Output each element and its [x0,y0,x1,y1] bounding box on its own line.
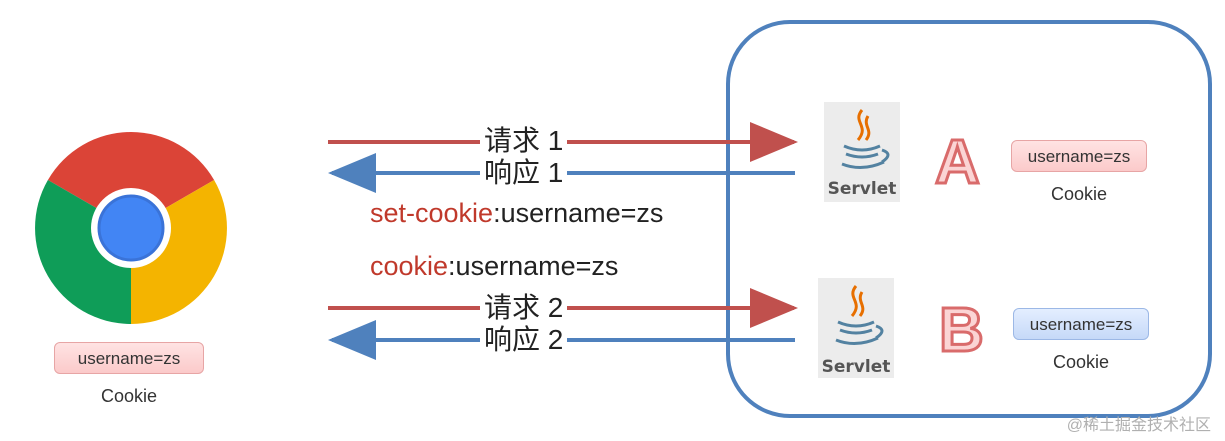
servlet-a-label: Servlet [828,179,897,199]
server-b-letter: B [938,296,986,365]
server-b-cookie-box: username=zs [1013,308,1149,340]
server-b-cookie-caption: Cookie [1052,352,1110,372]
request-2-label: 请求 2 [480,293,568,323]
response-1-label: 响应 1 [480,158,568,188]
watermark: @稀土掘金技术社区 [1066,417,1211,434]
server-container [726,20,1212,418]
set-cookie-header: set-cookie:username=zs [370,198,663,229]
browser-cookie-caption: Cookie [100,386,158,406]
cookie-header: cookie:username=zs [370,251,618,282]
server-a-letter: A [934,128,982,197]
browser-cookie-box: username=zs [54,342,204,374]
set-cookie-header-name: set-cookie [370,198,494,228]
chrome-icon [35,132,227,324]
set-cookie-header-value: :username=zs [493,198,664,228]
cookie-header-name: cookie [370,251,449,281]
servlet-b-label: Servlet [822,357,891,377]
server-a-cookie-caption: Cookie [1050,184,1108,204]
servlet-a-icon: Servlet [824,102,900,202]
servlet-b-icon: Servlet [818,278,894,378]
request-1-label: 请求 1 [480,126,568,156]
server-a-cookie-box: username=zs [1011,140,1147,172]
cookie-header-value: :username=zs [448,251,619,281]
response-2-label: 响应 2 [480,325,568,355]
